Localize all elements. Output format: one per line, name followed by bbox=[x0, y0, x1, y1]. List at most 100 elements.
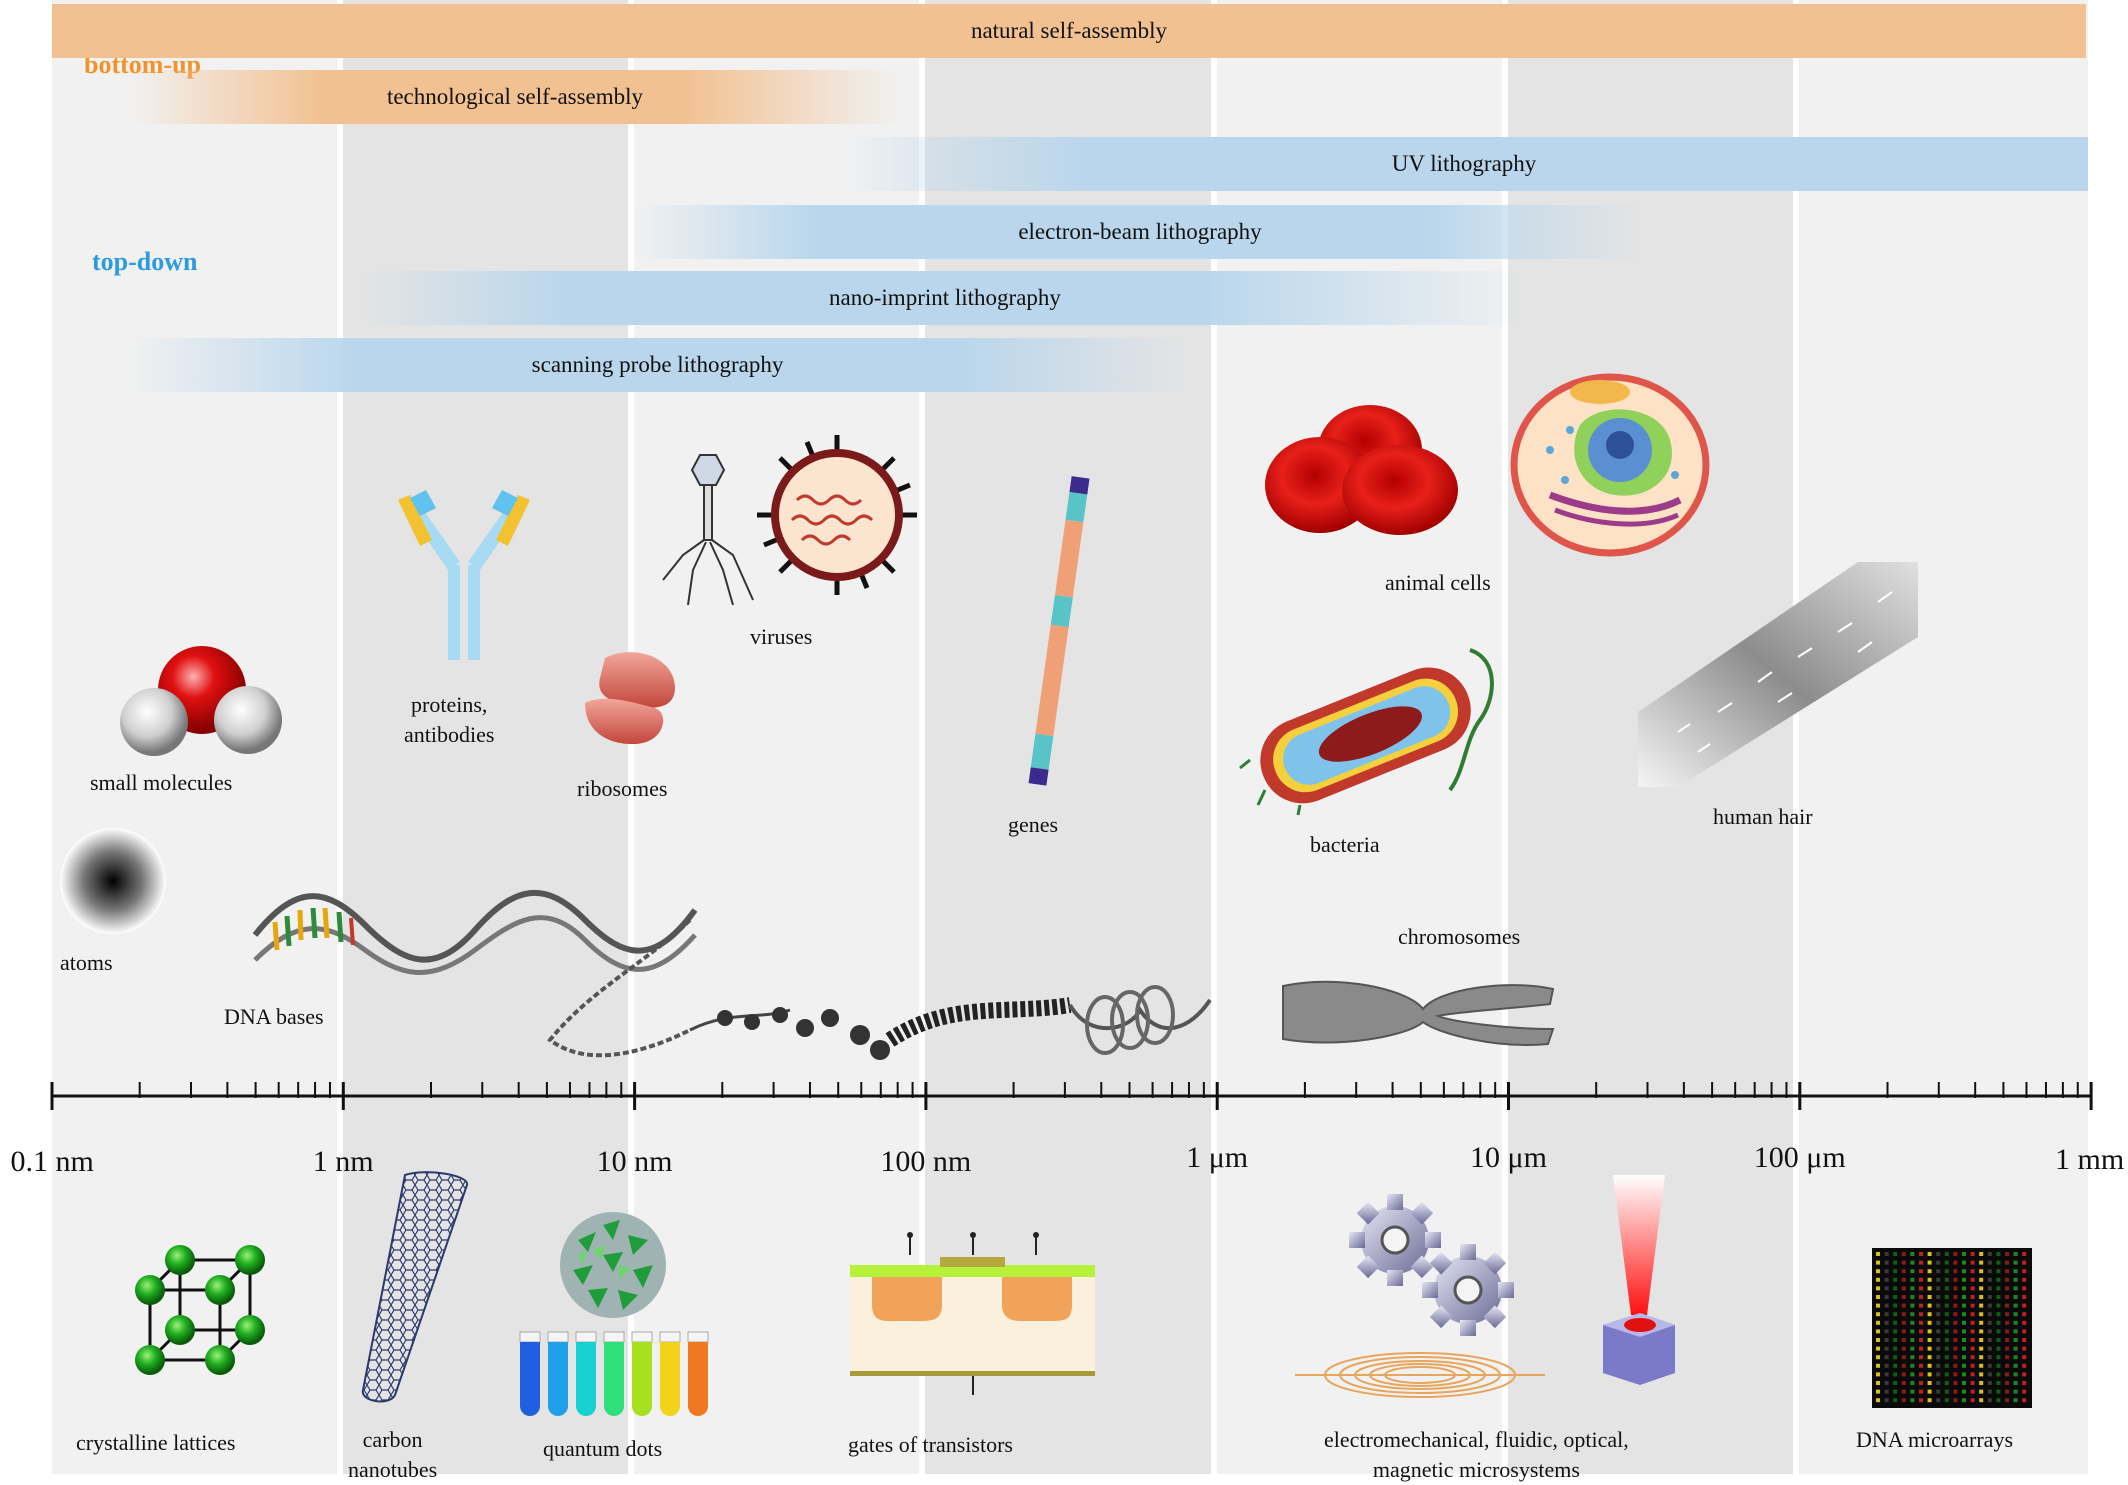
tick-label-5: 10 μm bbox=[1470, 1141, 1547, 1174]
microarray-spot bbox=[1970, 1338, 1975, 1342]
microarray-spot bbox=[1970, 1312, 1975, 1317]
microarray-spot bbox=[2005, 1303, 2009, 1308]
microarray-spot bbox=[1953, 1320, 1958, 1325]
microarray-spot bbox=[1901, 1269, 1906, 1274]
microarray-spot bbox=[1962, 1295, 1966, 1299]
microarray-spot bbox=[1901, 1277, 1906, 1282]
microarray-spot bbox=[1901, 1346, 1906, 1351]
bacteriophage-icon bbox=[662, 454, 754, 606]
microarray-spot bbox=[1944, 1252, 1949, 1256]
ribosome-icon bbox=[585, 652, 675, 745]
microarray-spot bbox=[1910, 1286, 1915, 1291]
microarray-spot bbox=[1996, 1346, 2001, 1351]
microarray-spot bbox=[1979, 1346, 1984, 1351]
microarray-spot bbox=[1996, 1252, 2001, 1256]
microarray-icon bbox=[1872, 1248, 2032, 1408]
microarray-spot bbox=[1996, 1355, 2001, 1360]
laser-icon bbox=[1603, 1175, 1675, 1385]
microarray-spot bbox=[1953, 1338, 1958, 1342]
microarray-spot bbox=[2005, 1338, 2009, 1342]
microarray-spot bbox=[1884, 1355, 1889, 1360]
microarray-spot bbox=[1996, 1398, 2001, 1403]
bar-electron-beam-lithography: electron-beam lithography bbox=[635, 205, 1645, 259]
microarray-spot bbox=[1876, 1252, 1880, 1256]
microarray-spot bbox=[1901, 1381, 1906, 1385]
microarray-spot bbox=[1953, 1252, 1958, 1256]
microarray-spot bbox=[1876, 1355, 1880, 1360]
microarray-spot bbox=[1927, 1346, 1932, 1351]
microarray-spot bbox=[1936, 1363, 1941, 1368]
microarray-spot bbox=[1944, 1286, 1949, 1291]
microarray-spot bbox=[1876, 1269, 1880, 1274]
antibody-icon bbox=[398, 490, 530, 660]
microarray-spot bbox=[1876, 1286, 1880, 1291]
microarray-spot bbox=[1927, 1398, 1932, 1403]
microarray-spot bbox=[1953, 1381, 1958, 1385]
microarray-spot bbox=[1901, 1260, 1906, 1265]
microarray-spot bbox=[1901, 1355, 1906, 1360]
microarray-spot bbox=[1893, 1312, 1898, 1317]
microarray-spot bbox=[1927, 1260, 1932, 1265]
microarray-spot bbox=[1944, 1269, 1949, 1274]
animal-cell-icon bbox=[1510, 373, 1710, 557]
vials-icon bbox=[519, 1331, 709, 1416]
microarray-spot bbox=[2005, 1363, 2009, 1368]
microarray-spot bbox=[2005, 1260, 2009, 1265]
microarray-spot bbox=[1919, 1398, 1923, 1403]
microarray-spot bbox=[1893, 1303, 1898, 1308]
microarray-spot bbox=[1944, 1346, 1949, 1351]
microarray-spot bbox=[1910, 1381, 1915, 1385]
microarray-spot bbox=[1936, 1269, 1941, 1274]
microarray-spot bbox=[1953, 1295, 1958, 1299]
microarray-spot bbox=[1970, 1286, 1975, 1291]
gear-icon bbox=[1349, 1194, 1514, 1336]
microarray-spot bbox=[1944, 1320, 1949, 1325]
microarray-spot bbox=[1962, 1346, 1966, 1351]
microarray-spot bbox=[1919, 1252, 1923, 1256]
transistor-icon bbox=[850, 1232, 1095, 1395]
microarray-spot bbox=[1944, 1329, 1949, 1334]
microarray-spot bbox=[1876, 1363, 1880, 1368]
microarray-spot bbox=[1936, 1381, 1941, 1385]
microarray-spot bbox=[1936, 1338, 1941, 1342]
microarray-spot bbox=[1953, 1303, 1958, 1308]
bar-natural-self-assembly: natural self-assembly bbox=[52, 4, 2086, 58]
microarray-spot bbox=[2022, 1320, 2027, 1325]
microarray-spot bbox=[2013, 1277, 2018, 1282]
microarray-spot bbox=[1884, 1363, 1889, 1368]
microarray-spot bbox=[1987, 1312, 1992, 1317]
microarray-spot bbox=[2013, 1303, 2018, 1308]
microarray-spot bbox=[1927, 1303, 1932, 1308]
microarray-spot bbox=[2022, 1260, 2027, 1265]
microarray-spot bbox=[1884, 1269, 1889, 1274]
microarray-spot bbox=[1876, 1381, 1880, 1385]
microarray-spot bbox=[1927, 1312, 1932, 1317]
microarray-spot bbox=[1987, 1295, 1992, 1299]
microarray-spot bbox=[1987, 1277, 1992, 1282]
microarray-spot bbox=[1876, 1277, 1880, 1282]
microarray-spot bbox=[1996, 1389, 2001, 1394]
microarray-spot bbox=[1927, 1252, 1932, 1256]
microarray-spot bbox=[2022, 1338, 2027, 1342]
microarray-spot bbox=[1953, 1329, 1958, 1334]
microarray-spot bbox=[2013, 1260, 2018, 1265]
microarray-spot bbox=[1901, 1398, 1906, 1403]
bar-nano-imprint-lithography: nano-imprint lithography bbox=[360, 271, 1530, 325]
microarray-spot bbox=[1910, 1398, 1915, 1403]
microarray-spot bbox=[1876, 1346, 1880, 1351]
microarray-spot bbox=[1919, 1355, 1923, 1360]
microarray-spot bbox=[1893, 1286, 1898, 1291]
microarray-spot bbox=[1979, 1303, 1984, 1308]
microarray-spot bbox=[2005, 1346, 2009, 1351]
microarray-spot bbox=[1979, 1329, 1984, 1334]
tick-label-4: 1 μm bbox=[1186, 1141, 1249, 1174]
microarray-spot bbox=[1987, 1269, 1992, 1274]
microarray-spot bbox=[1936, 1389, 1941, 1394]
microarray-spot bbox=[1910, 1269, 1915, 1274]
microarray-spot bbox=[2022, 1346, 2027, 1351]
microarray-spot bbox=[1970, 1303, 1975, 1308]
microarray-spot bbox=[1962, 1286, 1966, 1291]
microarray-spot bbox=[1901, 1320, 1906, 1325]
water-molecule-icon bbox=[120, 646, 282, 756]
microarray-spot bbox=[1962, 1338, 1966, 1342]
